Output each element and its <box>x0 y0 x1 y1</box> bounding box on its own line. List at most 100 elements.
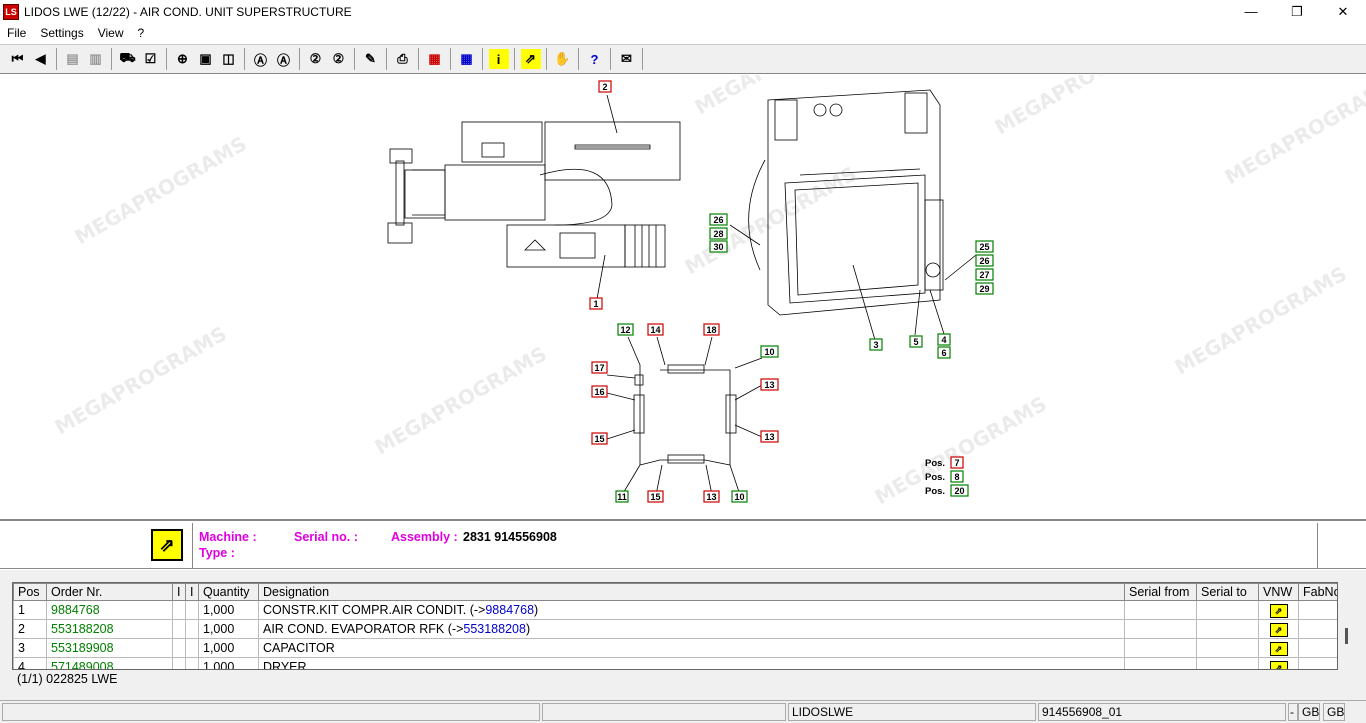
cell-designation: CONSTR.KIT COMPR.AIR CONDIT. (->9884768) <box>258 600 1125 620</box>
pos-label: Pos. <box>925 486 945 497</box>
callout-15[interactable]: 15 <box>647 490 664 503</box>
search-text-next-icon[interactable]: Ⓐ <box>276 52 290 68</box>
callout-27[interactable]: 27 <box>975 268 994 281</box>
col-serial-from[interactable]: Serial from <box>1124 583 1197 601</box>
vnw-link-icon[interactable]: ⇗ <box>1269 622 1288 637</box>
col-designation[interactable]: Designation <box>258 583 1125 601</box>
print-icon[interactable]: ⎙ <box>397 51 408 66</box>
watermark-text: MEGAPROGRAMS <box>991 75 1171 139</box>
callout-label: 10 <box>734 492 744 502</box>
info-icon[interactable]: i <box>488 49 509 69</box>
fit-width-icon[interactable]: ◫ <box>222 51 235 66</box>
callout-14[interactable]: 14 <box>647 323 664 336</box>
callout-11[interactable]: 11 <box>615 490 629 503</box>
menu-settings[interactable]: Settings <box>40 26 84 40</box>
search-number-icon[interactable]: ② <box>309 51 322 66</box>
cart-icon[interactable]: ⛟ <box>119 50 136 65</box>
callout-17[interactable]: 17 <box>591 361 608 374</box>
callout-13[interactable]: 13 <box>760 378 779 391</box>
parts-table-container[interactable]: Pos Order Nr. I I Quantity Designation S… <box>12 582 1338 670</box>
toolbar-separator <box>111 48 112 70</box>
vnw-link-icon[interactable]: ⇗ <box>1269 660 1288 669</box>
pos-callout-20[interactable]: 20 <box>950 484 969 497</box>
jump-link-button[interactable]: ⇗ <box>151 529 183 561</box>
callout-16[interactable]: 16 <box>591 385 608 398</box>
callout-30[interactable]: 30 <box>709 240 728 253</box>
blue-grid-icon[interactable]: ▦ <box>460 51 473 66</box>
callout-10[interactable]: 10 <box>760 345 779 358</box>
handshake-icon[interactable]: ✋ <box>554 51 571 66</box>
col-i2[interactable]: I <box>185 583 199 601</box>
col-pos[interactable]: Pos <box>13 583 47 601</box>
callout-5[interactable]: 5 <box>909 335 923 348</box>
watermark-layer: MEGAPROGRAMSMEGAPROGRAMSMEGAPROGRAMSMEGA… <box>51 75 1366 509</box>
zoom-in-icon[interactable]: ⊕ <box>177 51 188 66</box>
col-quantity[interactable]: Quantity <box>198 583 259 601</box>
col-i1[interactable]: I <box>172 583 186 601</box>
cell-vnw: ⇗ <box>1258 638 1299 658</box>
callout-label: 17 <box>594 363 604 373</box>
callout-25[interactable]: 25 <box>975 240 994 253</box>
col-order-nr[interactable]: Order Nr. <box>46 583 173 601</box>
menu-help[interactable]: ? <box>137 26 145 40</box>
designation-ref-link[interactable]: 553188208 <box>463 622 526 636</box>
callout-6[interactable]: 6 <box>937 346 951 359</box>
notes-icon[interactable]: ✎ <box>365 51 376 66</box>
link-icon[interactable]: ⇗ <box>520 49 541 69</box>
parts-scrollbar[interactable] <box>1340 582 1354 670</box>
toolbar-separator <box>450 48 451 70</box>
callout-label: 14 <box>650 325 660 335</box>
mail-icon[interactable]: ✉ <box>621 51 632 66</box>
minimize-button[interactable]: — <box>1244 4 1258 19</box>
designation-text: DRYER <box>263 660 307 670</box>
back-document-icon[interactable]: ▤ <box>66 51 79 66</box>
callout-13[interactable]: 13 <box>703 490 720 503</box>
toolbar: ⏮ ◀ ▤ ▥ ⛟ ☑ ⊕ ▣ ◫ Ⓐ Ⓐ ② ② ✎ ⎙ ▦ ▦ i ⇗ ✋ … <box>0 44 1366 74</box>
col-fabno[interactable]: FabNo <box>1298 583 1337 601</box>
pos-callout-8[interactable]: 8 <box>950 470 964 483</box>
col-serial-to[interactable]: Serial to <box>1196 583 1259 601</box>
callout-28[interactable]: 28 <box>709 227 728 240</box>
previous-page-icon[interactable]: ◀ <box>35 51 46 66</box>
maximize-button[interactable]: ❐ <box>1291 3 1303 19</box>
callout-10[interactable]: 10 <box>731 490 748 503</box>
callout-label: 26 <box>979 256 989 266</box>
search-number-next-icon[interactable]: ② <box>332 51 345 66</box>
callout-4[interactable]: 4 <box>937 333 951 346</box>
menu-file[interactable]: File <box>7 26 27 40</box>
scrollbar-thumb[interactable] <box>1345 628 1348 644</box>
callout-18[interactable]: 18 <box>703 323 720 336</box>
callout-12[interactable]: 12 <box>617 323 634 336</box>
close-button[interactable]: ✕ <box>1337 3 1349 19</box>
lidos-help-icon[interactable]: ? <box>590 51 599 67</box>
callout-29[interactable]: 29 <box>975 282 994 295</box>
vnw-link-icon[interactable]: ⇗ <box>1269 641 1288 656</box>
pos-callout-7[interactable]: 7 <box>950 456 964 469</box>
search-text-icon[interactable]: Ⓐ <box>253 52 267 68</box>
toolbar-separator <box>299 48 300 70</box>
callout-1[interactable]: 1 <box>589 297 603 310</box>
fit-page-icon[interactable]: ▣ <box>199 51 212 66</box>
menu-view[interactable]: View <box>97 26 124 40</box>
checklist-icon[interactable]: ☑ <box>144 51 157 66</box>
forward-document-icon[interactable]: ▥ <box>89 51 102 66</box>
cell-pos: 2 <box>13 619 47 639</box>
callout-26[interactable]: 26 <box>709 213 728 226</box>
first-page-icon[interactable]: ⏮ <box>11 51 24 66</box>
col-vnw[interactable]: VNW <box>1258 583 1299 601</box>
callout-26[interactable]: 26 <box>975 254 994 267</box>
grid-icon[interactable]: ▦ <box>428 51 441 66</box>
callout-2[interactable]: 2 <box>598 80 612 93</box>
lidos-app-icon[interactable]: LS <box>3 3 19 20</box>
designation-ref-link[interactable]: 9884768 <box>485 603 535 617</box>
callout-15[interactable]: 15 <box>591 432 608 445</box>
status-lang-2: GB <box>1323 703 1345 721</box>
callout-3[interactable]: 3 <box>869 338 883 351</box>
vnw-link-icon[interactable]: ⇗ <box>1269 603 1288 618</box>
callout-13[interactable]: 13 <box>760 430 779 443</box>
